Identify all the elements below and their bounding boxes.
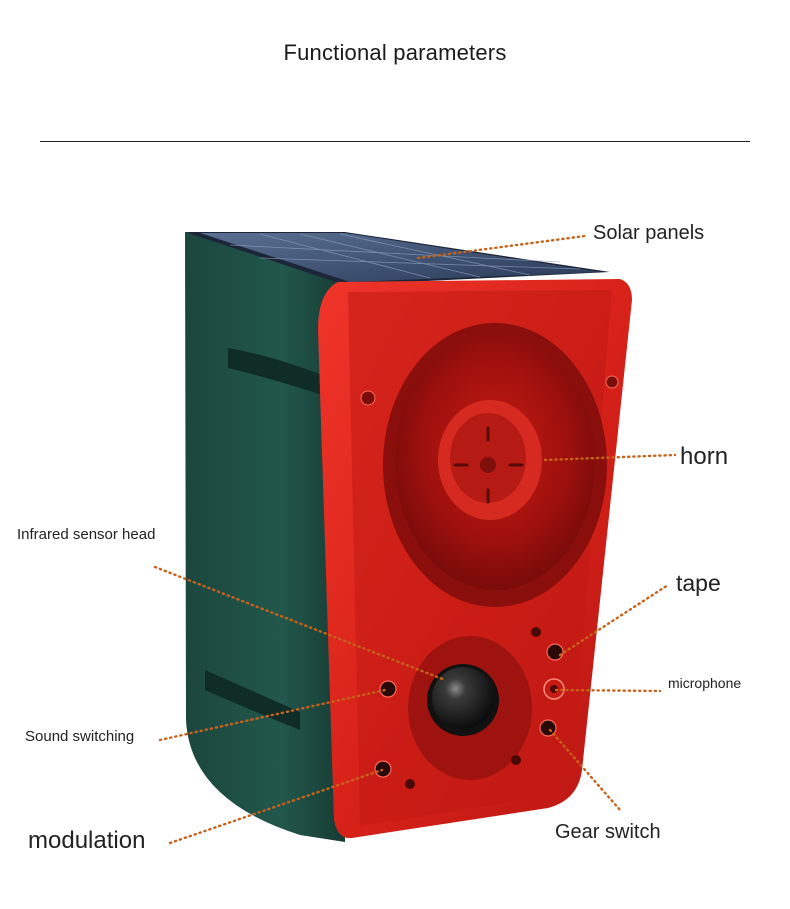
horn-speaker <box>383 323 607 607</box>
label-microphone: microphone <box>668 675 741 691</box>
label-infrared-sensor-head: Infrared sensor head <box>17 526 155 543</box>
label-sound-switching: Sound switching <box>25 728 134 745</box>
leader-microphone <box>556 690 660 691</box>
label-tape: tape <box>676 570 721 597</box>
label-horn: horn <box>680 443 728 471</box>
label-solar-panels: Solar panels <box>593 222 704 245</box>
label-modulation: modulation <box>28 827 145 855</box>
label-gear-switch: Gear switch <box>555 821 661 844</box>
